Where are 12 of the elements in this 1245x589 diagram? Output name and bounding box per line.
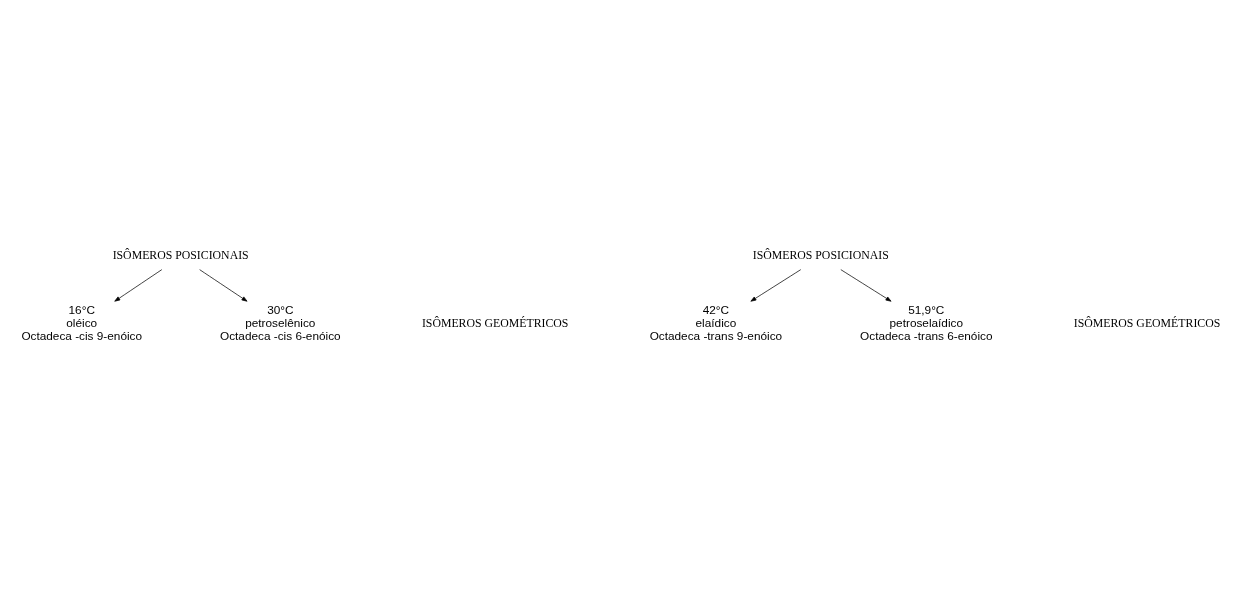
node-text: ISÔMEROS POSICIONAIS (112, 247, 249, 262)
label: ISÔMEROS GEOMÉTRICOS (421, 315, 569, 330)
node-text: 30°C petroselênico Octadeca -cis 6-enóico (219, 302, 341, 343)
arrow (840, 268, 892, 302)
node-text: ISÔMEROS POSICIONAIS (752, 247, 889, 262)
arrow (114, 268, 163, 302)
arrow (750, 268, 802, 302)
node-text: 42°C elaídico Octadeca -trans 9-enóico (649, 302, 783, 343)
node-text: 51,9°C petroselaídico Octadeca -trans 6-enóico (860, 302, 993, 343)
arrow (199, 268, 248, 302)
label: ISÔMEROS GEOMÉTRICOS (1073, 315, 1221, 330)
node-text: 16°C oléico Octadeca -cis 9-enóico (21, 302, 143, 343)
